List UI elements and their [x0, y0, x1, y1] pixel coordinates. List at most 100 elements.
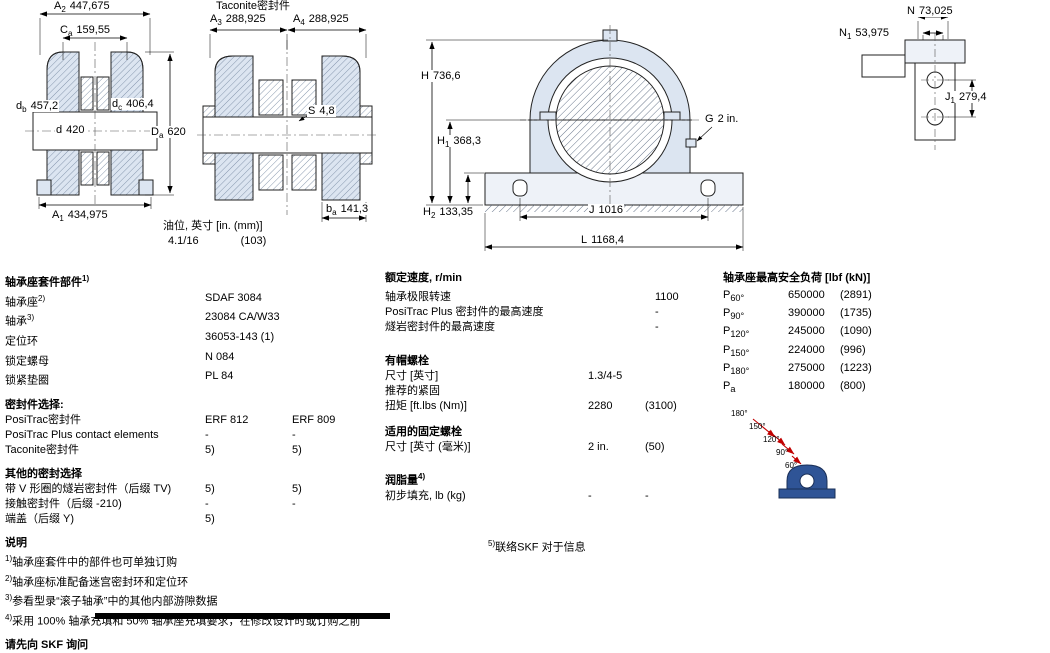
dim-sub: c — [118, 103, 123, 113]
row-label: PosiTrac密封件 — [5, 413, 81, 426]
table-row: 推荐的紧固 — [385, 384, 690, 399]
oil-level-inches: 4.1/16 — [168, 235, 199, 247]
front-view-svg — [426, 25, 744, 251]
dim-sub: 1 — [59, 214, 64, 224]
housing-pictogram — [778, 464, 836, 499]
table-row: 带 V 形圈的燧岩密封件（后缀 TV)5)5) — [5, 482, 383, 497]
row-value-1: SDAF 3084 — [205, 291, 262, 304]
row-value-1 — [588, 384, 645, 399]
row-value-1: 1.3/4-5 — [588, 370, 623, 382]
side-view-svg — [861, 14, 976, 150]
center-lines — [520, 25, 700, 215]
section-header-parts: 轴承座套件部件1) — [5, 271, 383, 291]
dim-value: 279,4 — [958, 91, 987, 103]
row-label: PosiTrac Plus 密封件的最高速度 — [385, 306, 544, 318]
dim-sub: 4 — [300, 18, 305, 28]
row-value-1: N 084 — [205, 350, 235, 363]
row-label-text: 轴承座 — [5, 296, 38, 309]
dim-value: 141,3 — [340, 203, 369, 215]
row-value-1: 275000 — [788, 361, 825, 374]
row-value-2: (2891) — [840, 289, 872, 301]
dim-sub: 1 — [846, 32, 852, 42]
row-label: Taconite密封件 — [5, 443, 79, 456]
load-symbol: P — [723, 379, 731, 392]
row-value-1: 224000 — [788, 343, 825, 356]
row-label-text: 锁紧垫圈 — [5, 374, 49, 387]
row-value-2: (996) — [840, 343, 866, 356]
section-header-notes: 说明 — [5, 536, 27, 549]
section-header-cap-bolts: 有帽螺栓 — [385, 355, 429, 367]
row-label: 定位环 — [5, 330, 205, 350]
table-row: P120°245000(1090) — [723, 324, 1043, 342]
angle-label-180: 180° — [731, 409, 748, 418]
housing-parts-section: 轴承座套件部件1) 轴承座2) SDAF 3084 轴承3)23084 CA/W3… — [5, 271, 383, 653]
table-row: 燧岩密封件的最高速度- — [385, 320, 690, 335]
table-row: P180°275000(1223) — [723, 361, 1043, 379]
section-header-other-seals: 其他的密封选择 — [5, 467, 82, 480]
dim-sub: 2 — [61, 5, 66, 15]
dim-value: 288,925 — [308, 13, 349, 25]
load-symbol-sub: 90° — [730, 311, 745, 322]
row-value-2: (50) — [645, 441, 665, 453]
footnote-5: 5)联络SKF 对于信息 — [488, 536, 586, 556]
dim-value: 159,55 — [76, 24, 111, 36]
footnote: 1)轴承座套件中的部件也可单独订购 — [5, 551, 383, 571]
load-symbol-sub: 120° — [730, 329, 750, 340]
table-row: 扭矩 [ft.lbs (Nm)]2280(3100) — [385, 399, 690, 414]
table-row: 尺寸 [英寸 (毫米)]2 in.(50) — [385, 440, 690, 455]
row-value-1: 2280 — [588, 400, 613, 412]
dim-sub: a — [332, 208, 337, 218]
dim-base: b — [326, 203, 333, 215]
dim-base: A — [293, 13, 301, 25]
dim-value: 447,675 — [69, 0, 110, 12]
row-value-1: PL 84 — [205, 370, 234, 383]
dim-base: H — [421, 70, 429, 82]
load-symbol: P — [723, 289, 731, 301]
footnote-sup: 4) — [5, 612, 13, 622]
dim-value: 368,3 — [453, 135, 481, 147]
center-lines — [25, 42, 165, 205]
row-value-1: - — [655, 321, 659, 333]
row-value-1: 245000 — [788, 325, 825, 338]
oil-level-note: 油位, 英寸 [in. (mm)] 4.1/16(103) — [163, 219, 266, 249]
row-label-text: 轴承 — [5, 315, 27, 328]
row-value-1: - — [588, 489, 592, 502]
dim-sub: 3 — [217, 18, 222, 28]
dimension-lines — [38, 11, 174, 209]
dim-sub: 2 — [430, 211, 436, 221]
load-direction-diagram: 180° 150° 120° 90° 60° — [723, 403, 858, 503]
row-value-1: 23084 CA/W33 — [205, 311, 280, 324]
row-label: 轴承3) — [5, 310, 205, 330]
section-header-grease: 润脂量4) — [385, 469, 690, 489]
table-row: 初步填充, lb (kg)-- — [385, 489, 690, 504]
row-label: 端盖（后缀 Y) — [5, 512, 75, 525]
dim-base: C — [60, 24, 68, 36]
row-value-1: 650000 — [788, 289, 825, 301]
load-symbol: P — [723, 325, 731, 338]
side-profile — [861, 39, 966, 141]
footnote: 3)参看型录“滚子轴承”中的其他内部游隙数据 — [5, 590, 383, 610]
header-sup: 1) — [82, 274, 90, 283]
section-header-attachment-bolts: 适用的固定螺栓 — [385, 426, 462, 438]
dimension-lines — [426, 39, 744, 251]
row-value-1: 390000 — [788, 307, 825, 320]
row-value-2: ERF 809 — [292, 413, 336, 426]
dim-base: d — [56, 124, 63, 136]
row-label-text: 锁定螺母 — [5, 355, 49, 368]
dim-base: S — [308, 105, 316, 117]
row-label-sup: 2) — [38, 293, 46, 303]
